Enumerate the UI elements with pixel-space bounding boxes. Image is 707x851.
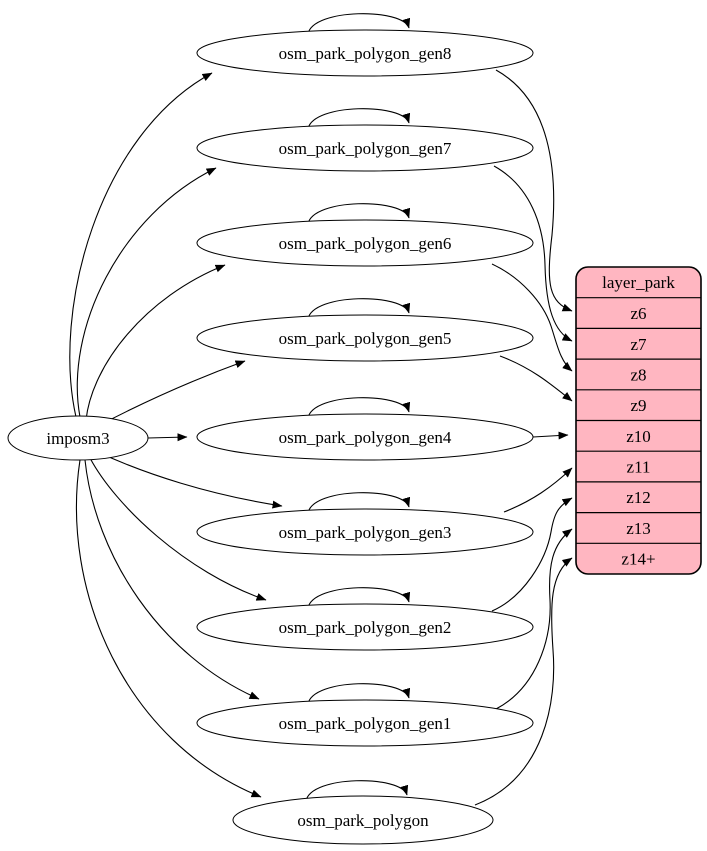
node-osm_park_polygon: osm_park_polygon (232, 795, 494, 845)
gen5-label: osm_park_polygon_gen5 (279, 329, 452, 348)
gen5-ellipse (196, 314, 534, 362)
node-osm_park_polygon_gen1: osm_park_polygon_gen1 (196, 699, 534, 747)
gen4-label: osm_park_polygon_gen4 (279, 428, 452, 447)
record-layer_park: layer_park z6 z7 z8 z9 z10 z11 z12 z13 z… (575, 266, 702, 575)
node-osm_park_polygon_gen4: osm_park_polygon_gen4 (196, 413, 534, 461)
node-osm_park_polygon_gen6: osm_park_polygon_gen6 (196, 219, 534, 267)
edge-group-self-loops (305, 13, 411, 802)
gen8-ellipse (196, 29, 534, 77)
gen1-label: osm_park_polygon_gen1 (279, 714, 452, 733)
gen4-ellipse (196, 413, 534, 461)
edge-osm_park_polygon-to-z14 (474, 557, 573, 806)
gen6-ellipse (196, 219, 534, 267)
edge-gen7-to-z7 (493, 165, 573, 342)
edge-gen4-to-z10 (532, 431, 569, 440)
edge-imposm3-to-gen4 (147, 433, 188, 442)
layer-row-z8: z8 (630, 366, 646, 385)
edge-imposm3-to-gen8 (69, 72, 213, 418)
self-loop-gen5 (307, 298, 411, 320)
self-loop-gen8 (307, 13, 411, 35)
layer-row-z7: z7 (630, 335, 647, 354)
edge-gen5-to-z9 (499, 355, 573, 402)
gen1-ellipse (196, 699, 534, 747)
edge-gen8-to-z6 (495, 69, 573, 312)
node-osm_park_polygon_gen2: osm_park_polygon_gen2 (196, 603, 534, 651)
edge-gen6-to-z8 (491, 263, 573, 372)
self-loop-gen6 (307, 203, 411, 225)
layer-row-z12: z12 (626, 488, 651, 507)
gen7-ellipse (196, 124, 534, 172)
layer-row-z11: z11 (627, 458, 651, 477)
gen8-label: osm_park_polygon_gen8 (279, 44, 452, 63)
gen7-label: osm_park_polygon_gen7 (279, 139, 452, 158)
self-loop-gen1 (307, 683, 411, 705)
edge-imposm3-to-gen3 (97, 451, 283, 509)
osm_park_polygon-label: osm_park_polygon (297, 811, 429, 830)
edge-gen1-to-z13 (495, 528, 573, 710)
layer-park-title: layer_park (602, 273, 675, 292)
edge-imposm3-to-gen6 (85, 264, 226, 421)
edge-group-imposm3 (69, 72, 283, 798)
layer-row-z6: z6 (630, 304, 646, 323)
edge-imposm3-to-osm_park_polygon (75, 459, 262, 798)
node-imposm3: imposm3 (7, 415, 149, 461)
layer-row-z10: z10 (626, 427, 651, 446)
imposm3-label: imposm3 (46, 429, 109, 448)
edge-imposm3-to-gen2 (89, 457, 267, 601)
gen6-label: osm_park_polygon_gen6 (279, 234, 452, 253)
node-osm_park_polygon_gen3: osm_park_polygon_gen3 (196, 508, 534, 556)
gen3-ellipse (196, 508, 534, 556)
edge-imposm3-to-gen5 (97, 360, 246, 427)
node-osm_park_polygon_gen7: osm_park_polygon_gen7 (196, 124, 534, 172)
self-loop-gen3 (307, 492, 411, 514)
self-loop-gen2 (307, 587, 411, 609)
layer-row-z14: z14+ (621, 550, 655, 569)
osm_park_polygon-ellipse (232, 795, 494, 845)
node-osm_park_polygon_gen5: osm_park_polygon_gen5 (196, 314, 534, 362)
layer-row-z9: z9 (630, 396, 646, 415)
edge-group-layer (474, 69, 573, 806)
self-loop-gen4 (307, 397, 411, 419)
edge-gen2-to-z12 (491, 497, 573, 612)
gen2-label: osm_park_polygon_gen2 (279, 618, 452, 637)
imposm3-ellipse (7, 415, 149, 461)
layer-row-z13: z13 (626, 519, 651, 538)
self-loop-osm_park_polygon (305, 780, 409, 802)
gen2-ellipse (196, 603, 534, 651)
edge-imposm3-to-gen7 (76, 167, 217, 418)
self-loop-gen7 (307, 108, 411, 130)
edge-imposm3-to-gen1 (84, 459, 260, 700)
edge-gen3-to-z11 (503, 467, 573, 513)
gen3-label: osm_park_polygon_gen3 (279, 523, 452, 542)
node-osm_park_polygon_gen8: osm_park_polygon_gen8 (196, 29, 534, 77)
